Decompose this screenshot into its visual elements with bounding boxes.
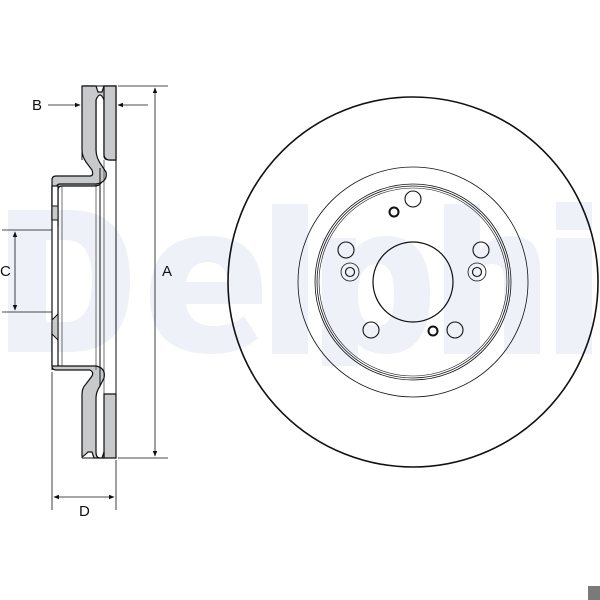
bolt-hole: [337, 241, 355, 259]
small-hole: [427, 325, 439, 337]
bolt-hole: [472, 241, 490, 259]
locating-pin: [344, 266, 356, 278]
bolt-hole: [404, 190, 422, 208]
hat-ring-2: [316, 185, 510, 379]
dimension-c: [2, 229, 52, 313]
corner-mark: [588, 586, 600, 600]
dimension-label-b: B: [32, 97, 43, 114]
dimension-a: [118, 85, 168, 459]
bolt-hole: [362, 321, 380, 339]
hat-outer-ring: [297, 166, 529, 398]
locating-pin: [471, 266, 483, 278]
front-view: [227, 96, 599, 468]
dimension-d: [51, 372, 117, 510]
hat-ring-3: [318, 187, 508, 377]
small-hole: [388, 206, 400, 218]
centre-bore: [372, 241, 454, 323]
disc-outer-edge: [227, 96, 599, 468]
side-section-view: [51, 85, 117, 459]
dimension-label-c: C: [0, 263, 11, 280]
dimension-label-a: A: [162, 263, 173, 280]
bolt-hole: [446, 321, 464, 339]
locating-ring: [340, 262, 360, 282]
dimension-label-d: D: [79, 503, 90, 520]
locating-ring: [467, 262, 487, 282]
hat-ring-1: [314, 183, 512, 381]
